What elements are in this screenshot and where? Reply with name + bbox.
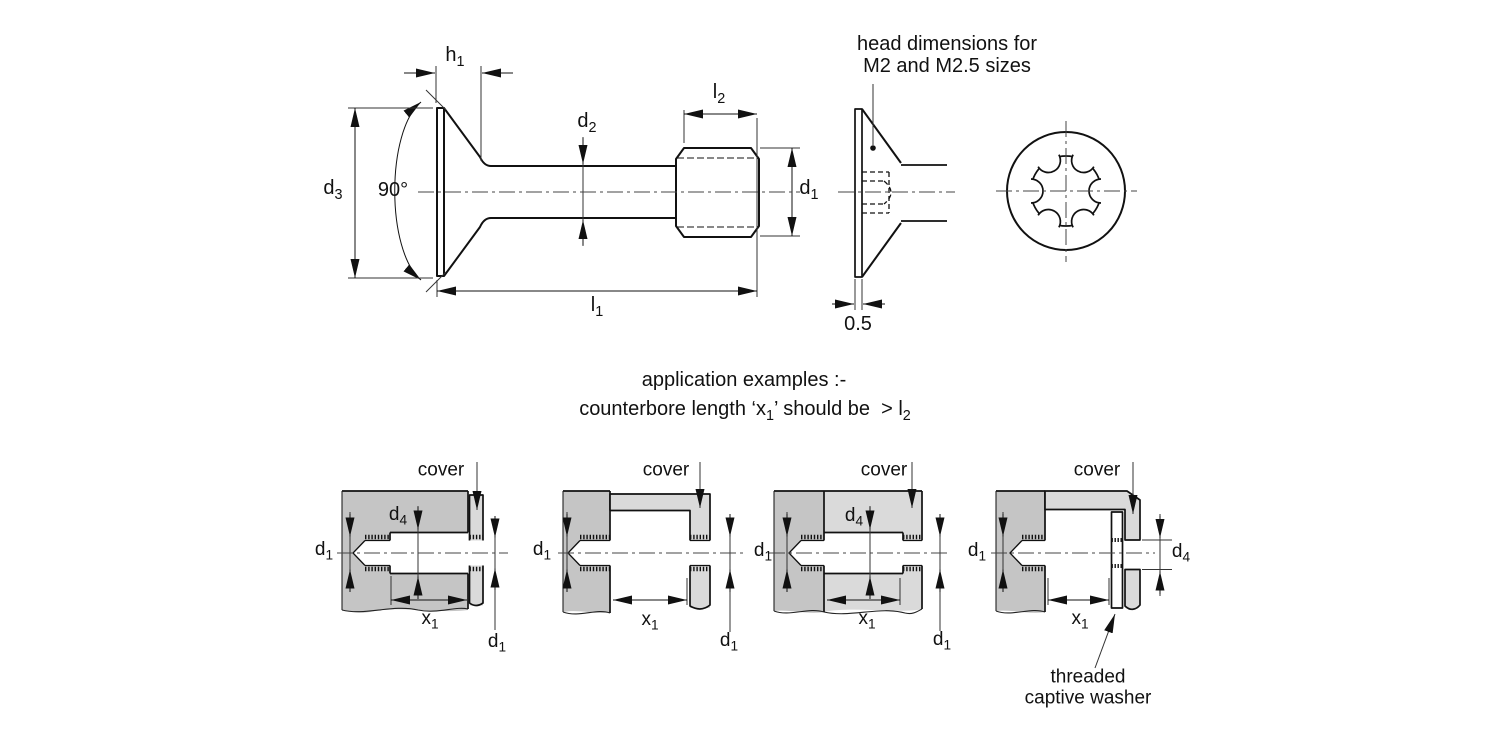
- ex1-d4-label: d4: [388, 503, 408, 528]
- cover: [610, 494, 710, 541]
- ex3-x1-label: x1: [858, 607, 876, 632]
- note-leader-dot: [870, 145, 876, 151]
- washer-leader: [1094, 613, 1116, 669]
- ex4-d4-label: d4: [1171, 540, 1191, 565]
- head-note-line1: head dimensions for: [856, 33, 1038, 55]
- screw-thread-body: [675, 147, 760, 238]
- caption-line1: application examples :-: [641, 369, 847, 391]
- torx-notch: [1070, 208, 1097, 234]
- screw-head-top-profile: [443, 107, 676, 167]
- head-note-line2: M2 and M2.5 sizes: [863, 55, 1031, 77]
- cover-outline: [609, 493, 711, 541]
- application-example-4: [991, 462, 1172, 669]
- cover-outline: [689, 565, 711, 610]
- ex4-d1-left-label: d1: [967, 539, 987, 564]
- ex1-d1-left-label: d1: [314, 538, 334, 563]
- label-l1: l1: [590, 293, 604, 320]
- torx-notch: [1035, 208, 1062, 234]
- label-angle: 90°: [377, 179, 409, 201]
- label-thickness: 0.5: [844, 313, 872, 335]
- cover-flange-lower: [690, 565, 710, 608]
- label-d1: d1: [799, 176, 819, 203]
- torx-lobe-arc: [1070, 154, 1095, 174]
- head-detail-face: [854, 108, 863, 278]
- ex1-cover-label: cover: [417, 459, 465, 481]
- washer-label-line2: captive washer: [1024, 687, 1152, 709]
- torx-notch: [1070, 148, 1097, 174]
- block-break-edge: [995, 610, 1046, 614]
- ex1-d1-right-label: d1: [487, 630, 507, 655]
- ex2-d1-left-label: d1: [532, 538, 552, 563]
- caption-line2: counterbore length ‘x1’ should be > l2: [579, 397, 911, 424]
- drill-point: [1009, 540, 1023, 566]
- ex2-cover-label: cover: [642, 459, 690, 481]
- cover-plate-outline: [468, 565, 484, 607]
- torx-recess-view: [996, 121, 1137, 262]
- label-d3: d3: [323, 176, 343, 203]
- screw-head-bottom-profile: [443, 217, 676, 277]
- ex3-d1-left-label: d1: [753, 539, 773, 564]
- label-l2: l2: [712, 80, 726, 107]
- block-break-edge: [341, 607, 469, 613]
- construction-line-bottom: [425, 271, 447, 293]
- captive-washer: [1110, 511, 1124, 609]
- block-break-edge: [773, 610, 825, 614]
- label-d2: d2: [577, 109, 597, 136]
- torx-notch: [1035, 148, 1062, 174]
- cover-plate: [469, 565, 483, 606]
- cover-plate: [469, 495, 483, 541]
- label-h1: h1: [445, 43, 465, 70]
- cover-break-edge: [823, 608, 923, 615]
- ex2-d1-right-label: d1: [719, 629, 739, 654]
- block-break-edge: [562, 611, 611, 615]
- torx-lobe-arc: [1037, 208, 1062, 228]
- ex3-d1-right-label: d1: [932, 628, 952, 653]
- torx-lobe-arc: [1037, 154, 1062, 174]
- ex1-x1-label: x1: [421, 607, 439, 632]
- screw-side-view: [348, 66, 800, 297]
- ex4-cover-label: cover: [1073, 459, 1121, 481]
- screw-head-face: [436, 107, 445, 277]
- ex3-d4-label: d4: [844, 504, 864, 529]
- application-example-3: [769, 462, 950, 631]
- head-detail-cone-bottom: [861, 222, 902, 278]
- recess-hidden-arc: [883, 180, 892, 205]
- ex2-x1-label: x1: [641, 608, 659, 633]
- cover-flange-lower: [1124, 568, 1141, 611]
- application-example-2: [558, 462, 745, 632]
- angle-arc: [394, 101, 422, 281]
- application-example-1: [337, 462, 508, 630]
- ex4-x1-label: x1: [1071, 607, 1089, 632]
- head-detail-view: [832, 84, 955, 310]
- ex3-cover-label: cover: [860, 459, 908, 481]
- washer-label-line1: threaded: [1050, 666, 1126, 688]
- torx-notch: [1088, 178, 1114, 204]
- torx-lobe-arc: [1070, 208, 1095, 228]
- head-detail-cone-top: [861, 108, 902, 164]
- cover: [1044, 490, 1141, 541]
